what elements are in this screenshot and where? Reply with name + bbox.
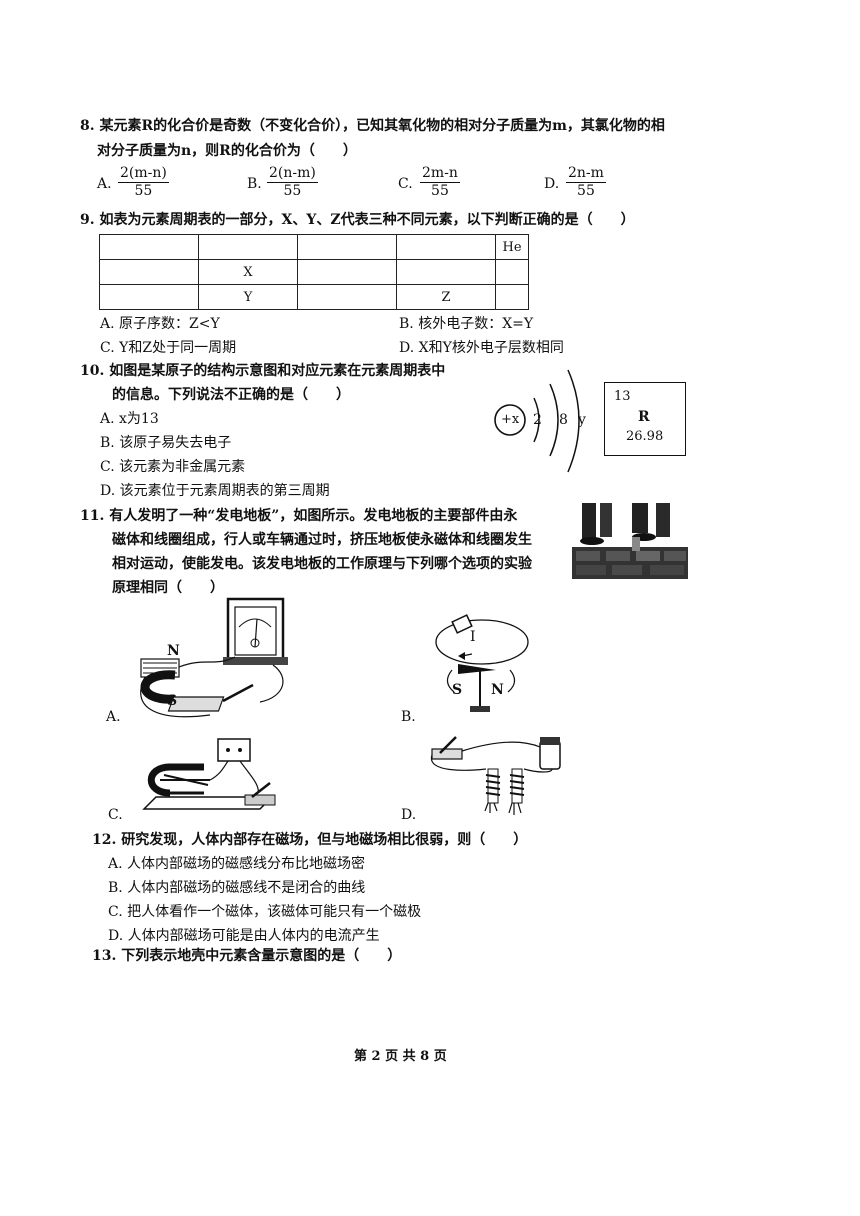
q9-option-b: B. 核外电子数：X=Y: [399, 316, 534, 332]
q9-stem: 9. 如表为元素周期表的一部分，X、Y、Z代表三种不同元素，以下判断正确的是（ …: [80, 212, 635, 228]
q12-option-c: C. 把人体看作一个磁体，该磁体可能只有一个磁极: [108, 904, 422, 920]
q10-option-c: C. 该元素为非金属元素: [100, 459, 246, 475]
atom-shell-3-count: y: [578, 412, 586, 428]
q8-option-b-label: B.: [247, 176, 262, 192]
q10-option-b: B. 该原子易失去电子: [100, 435, 232, 451]
q12-option-d: D. 人体内部磁场可能是由人体内的电流产生: [108, 928, 380, 944]
q8-option-a-numerator: 2(m-n): [118, 165, 169, 183]
q8-option-b-fraction: 2(n-m) 55: [267, 165, 318, 200]
q12-option-b: B. 人体内部磁场的磁感线不是闭合的曲线: [108, 880, 366, 896]
page-footer: 第 2 页 共 8 页: [354, 1049, 447, 1064]
option-b-needle-n-label: N: [491, 682, 504, 698]
option-a-generator-diagram: [140, 597, 288, 718]
q9-option-a: A. 原子序数：Z<Y: [100, 316, 220, 332]
q12-option-a: A. 人体内部磁场的磁感线分布比地磁场密: [108, 856, 366, 872]
table-cell-x: X: [198, 259, 298, 285]
table-cell-y: Y: [198, 284, 298, 310]
q8-option-d-label: D.: [544, 176, 560, 192]
q11-stem-line3: 相对运动，使能发电。该发电地板的工作原理与下列哪个选项的实验: [112, 556, 532, 572]
option-b-current-label: I: [470, 629, 476, 645]
atom-shell-1-count: 2: [533, 412, 542, 428]
option-c-label: C.: [108, 807, 123, 823]
q10-stem-line2: 的信息。下列说法不正确的是（ ）: [112, 387, 350, 403]
q8-stem-line1: 8. 某元素R的化合价是奇数（不变化合价），已知其氧化物的相对分子质量为m，其氯…: [80, 118, 665, 134]
option-d-label: D.: [401, 807, 417, 823]
power-floor-photo: [572, 503, 688, 579]
element-cell: [604, 382, 686, 456]
option-b-oersted-diagram: [435, 614, 529, 712]
q11-stem-line4: 原理相同（ ）: [112, 580, 224, 596]
q8-option-c-numerator: 2m-n: [420, 165, 460, 183]
option-b-label: B.: [401, 709, 416, 725]
table-cell-z: Z: [396, 284, 496, 310]
q8-option-a-fraction: 2(m-n) 55: [118, 165, 169, 200]
table-cell-he: He: [495, 234, 529, 260]
option-c-motor-diagram: [142, 738, 276, 810]
q8-option-c-label: C.: [398, 176, 413, 192]
element-cell-atomic-number: 13: [614, 389, 631, 404]
element-cell-symbol: R: [638, 409, 650, 425]
q8-option-a-label: A.: [97, 176, 112, 192]
q13-stem: 13. 下列表示地壳中元素含量示意图的是（ ）: [92, 948, 402, 964]
q8-option-b-numerator: 2(n-m): [267, 165, 318, 183]
q8-option-a-denominator: 55: [134, 183, 153, 199]
atom-shell-2-count: 8: [559, 412, 568, 428]
q9-option-d: D. X和Y核外电子层数相同: [399, 340, 564, 356]
atom-structure-diagram: [494, 369, 580, 473]
q10-option-d: D. 该元素位于元素周期表的第三周期: [100, 483, 330, 499]
q8-stem-line2: 对分子质量为n，则R的化合价为（ ）: [97, 143, 357, 159]
q10-stem-line1: 10. 如图是某原子的结构示意图和对应元素在元素周期表中: [80, 363, 446, 379]
q8-option-c-fraction: 2m-n 55: [420, 165, 460, 200]
option-b-needle-s-label: S: [452, 682, 463, 698]
q8-option-b-denominator: 55: [283, 183, 302, 199]
element-cell-mass: 26.98: [626, 429, 664, 444]
q12-stem: 12. 研究发现，人体内部存在磁场，但与地磁场相比很弱，则（ ）: [92, 832, 528, 848]
q8-option-d-numerator: 2n-m: [566, 165, 606, 183]
option-d-electromagnet-diagram: [431, 736, 561, 815]
option-a-magnet-s-label: S: [167, 693, 178, 709]
q8-option-c-denominator: 55: [431, 183, 449, 199]
q11-stem-line2: 磁体和线圈组成，行人或车辆通过时，挤压地板使永磁体和线圈发生: [112, 532, 532, 548]
q9-option-c: C. Y和Z处于同一周期: [100, 340, 237, 356]
q8-option-d-fraction: 2n-m 55: [566, 165, 606, 200]
q11-stem-line1: 11. 有人发明了一种“发电地板”，如图所示。发电地板的主要部件由永: [80, 508, 518, 524]
atom-nucleus-label: +x: [501, 412, 520, 427]
q10-option-a: A. x为13: [100, 411, 159, 427]
periodic-table-fragment: He X Y Z: [99, 234, 529, 310]
option-a-label: A.: [106, 709, 121, 725]
option-a-magnet-n-label: N: [167, 643, 180, 659]
q8-option-d-denominator: 55: [577, 183, 595, 199]
